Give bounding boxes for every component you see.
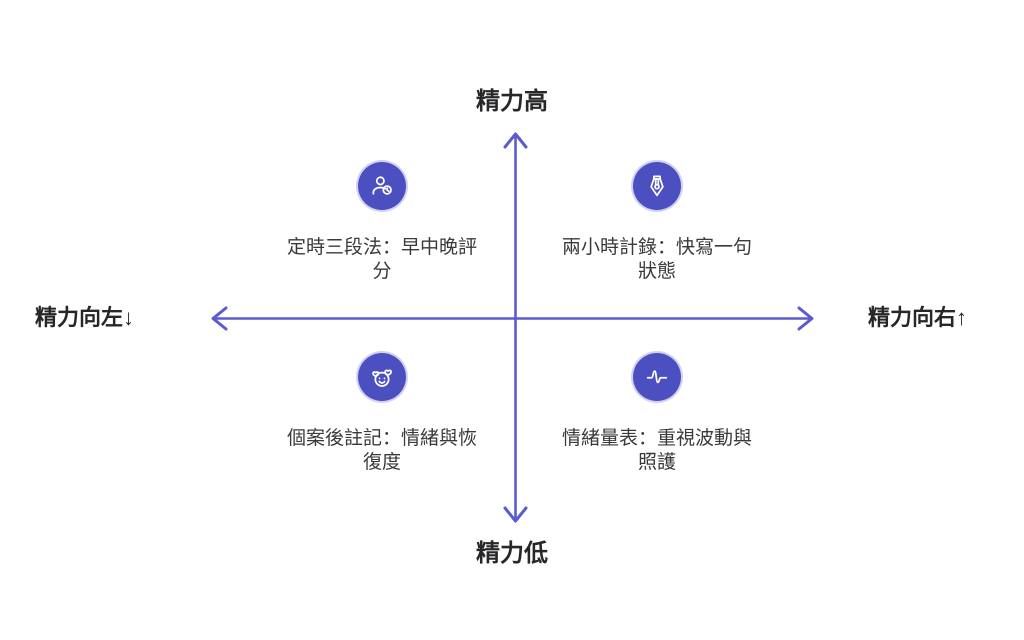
- axis-label-top: 精力高: [476, 88, 548, 115]
- arrowhead-down-icon: [503, 506, 528, 523]
- arrowhead-up-icon: [503, 132, 528, 149]
- axis-label-right: 精力向右↑: [868, 305, 968, 330]
- quadrant-item-top-left: 定時三段法：早中晚評分: [282, 162, 482, 284]
- quadrant-item-bottom-left: 個案後註記：情緒與恢復度: [282, 353, 482, 475]
- quadrant-caption: 兩小時計錄：快寫一句狀態: [561, 237, 752, 282]
- pen-nib-icon: [633, 162, 681, 210]
- arrowhead-right-icon: [797, 306, 814, 331]
- arrowhead-left-icon: [211, 306, 228, 331]
- quadrant-item-top-right: 兩小時計錄：快寫一句狀態: [557, 162, 757, 284]
- quadrant-caption: 個案後註記：情緒與恢復度: [286, 428, 477, 473]
- quadrant-caption: 定時三段法：早中晚評分: [286, 237, 477, 282]
- quadrant-item-bottom-right: 情緒量表：重視波動與照護: [557, 353, 757, 475]
- smiley-hearts-icon: [358, 353, 406, 401]
- waveform-icon: [633, 353, 681, 401]
- axis-label-bottom: 精力低: [476, 540, 548, 567]
- quadrant-caption: 情緒量表：重視波動與照護: [561, 428, 752, 473]
- user-clock-icon: [358, 162, 406, 210]
- axis-label-left: 精力向左↓: [35, 305, 135, 330]
